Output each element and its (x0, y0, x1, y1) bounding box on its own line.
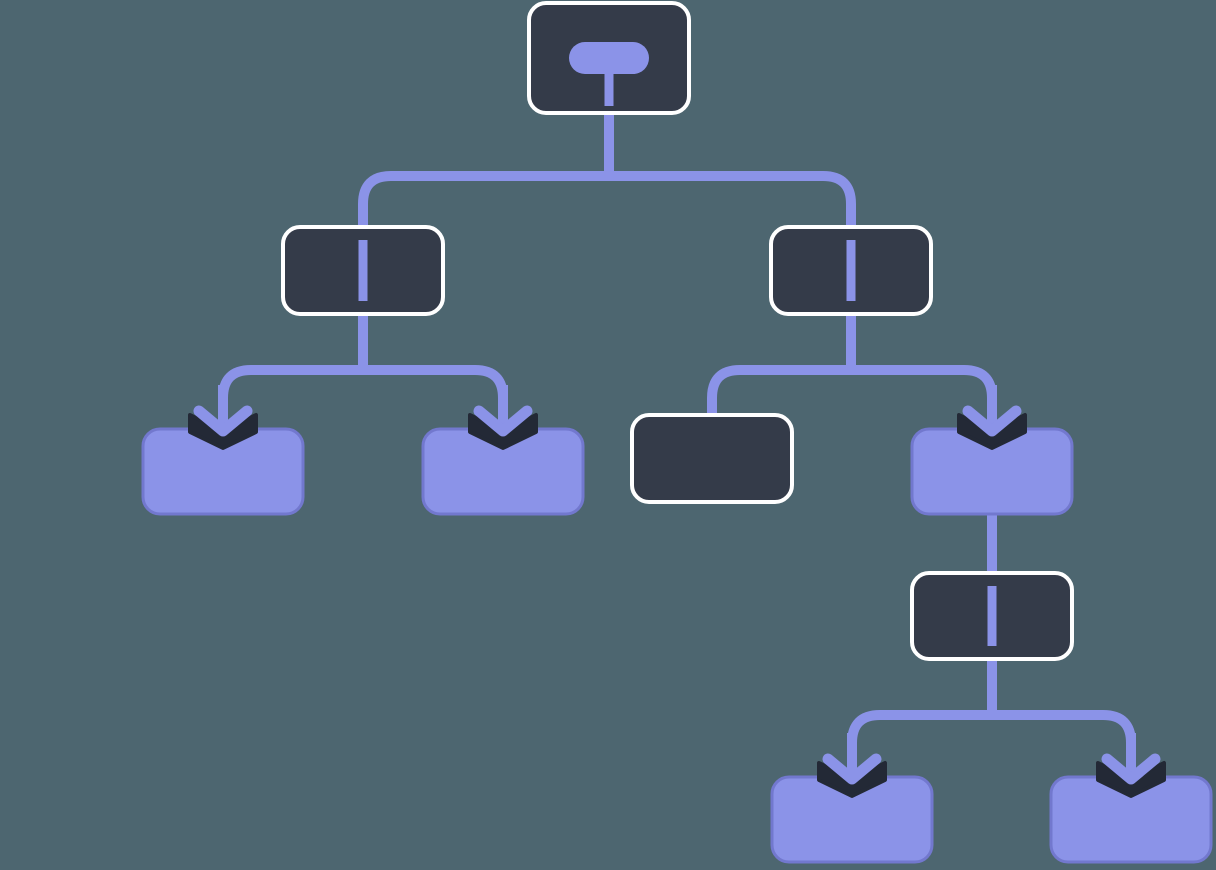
connector-edge (604, 113, 856, 229)
root-pill-glyph (569, 42, 649, 74)
arrow-down-icon (193, 405, 253, 437)
connector-edge (707, 314, 856, 417)
nodes-layer (141, 1, 1213, 864)
tree-node-node-mid-dark (630, 413, 794, 504)
connector-edge (358, 113, 614, 229)
glyphs-layer (358, 42, 997, 646)
arrows-layer (188, 385, 1166, 798)
arrow-down-icon (822, 753, 882, 785)
arrow-down-icon (1101, 753, 1161, 785)
arrow-down-icon (473, 405, 533, 437)
arrow-down-icon (962, 405, 1022, 437)
